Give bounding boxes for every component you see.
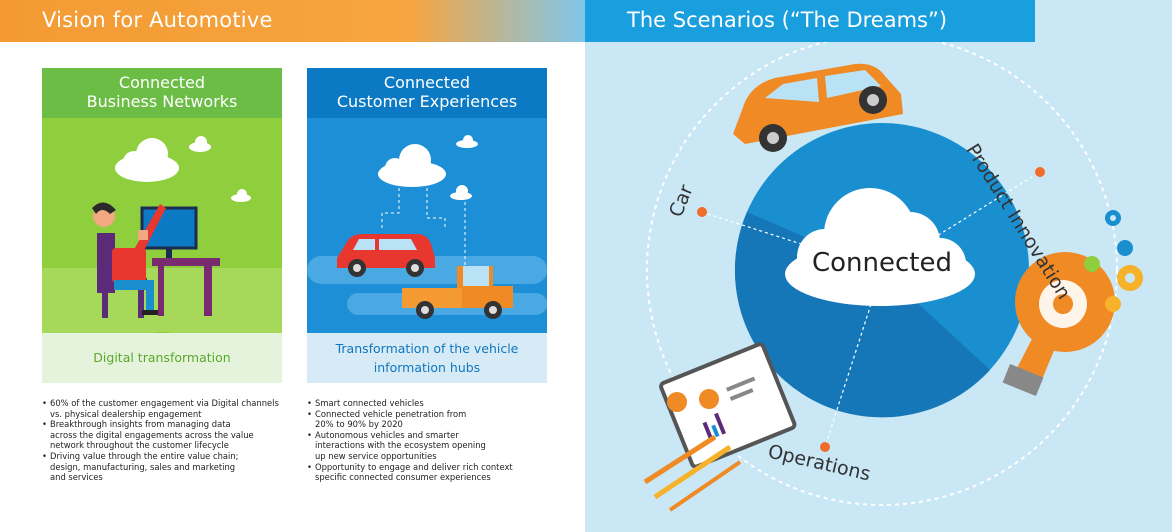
right-panel: The Scenarios (“The Dreams”) [585,0,1172,532]
card2-illustration [307,118,547,333]
card1-illustration [42,118,282,333]
left-panel: Vision for Automotive Connected Business… [0,0,585,532]
card1-footer: Digital transformation [42,333,282,383]
card2-title-line2: Customer Experiences [336,92,518,111]
gear-icon [1084,210,1143,312]
orbit-ring [646,42,1118,506]
card2-bullets: Smart connected vehicles Connected vehic… [307,398,557,483]
car-icon [733,63,903,152]
right-title: The Scenarios (“The Dreams”) [627,8,948,32]
card2-footer-line1: Transformation of the vehicle [335,341,519,356]
card-customer-experiences: Connected Customer Experiences [307,68,547,383]
bullet-item: Opportunity to engage and deliver rich c… [307,462,557,483]
bullet-item: Breakthrough insights from managing data… [42,419,292,451]
bullet-item: Smart connected vehicles [307,398,557,409]
scenarios-diagram [643,42,1143,512]
bullet-item: Driving value through the entire value c… [42,451,292,483]
card1-title-line1: Connected [118,73,206,92]
card2-footer-line2: information hubs [373,360,481,375]
card2-footer: Transformation of the vehicle informatio… [307,333,547,383]
cloud-icon [115,136,251,202]
center-label: Connected [811,248,952,278]
bullet-item: Autonomous vehicles and smarterinteracti… [307,430,557,462]
cloud-icon [378,135,478,200]
left-header: Vision for Automotive [0,0,585,42]
card1-bullets: 60% of the customer engagement via Digit… [42,398,292,483]
motion-streaks [643,392,742,512]
card2-title-line1: Connected [383,73,471,92]
person-computer-icon [42,136,282,333]
connected-vehicles-icon [307,135,547,319]
card1-title-line2: Business Networks [86,92,238,111]
cloud-icon [785,188,975,306]
card-business-networks: Connected Business Networks [42,68,282,383]
lightbulb-icon [1002,252,1115,397]
card2-header: Connected Customer Experiences [307,68,547,118]
tablet-icon [659,342,797,469]
right-header: The Scenarios (“The Dreams”) [585,0,1035,42]
card1-header: Connected Business Networks [42,68,282,118]
bullet-item: 60% of the customer engagement via Digit… [42,398,292,419]
left-title: Vision for Automotive [42,8,273,32]
